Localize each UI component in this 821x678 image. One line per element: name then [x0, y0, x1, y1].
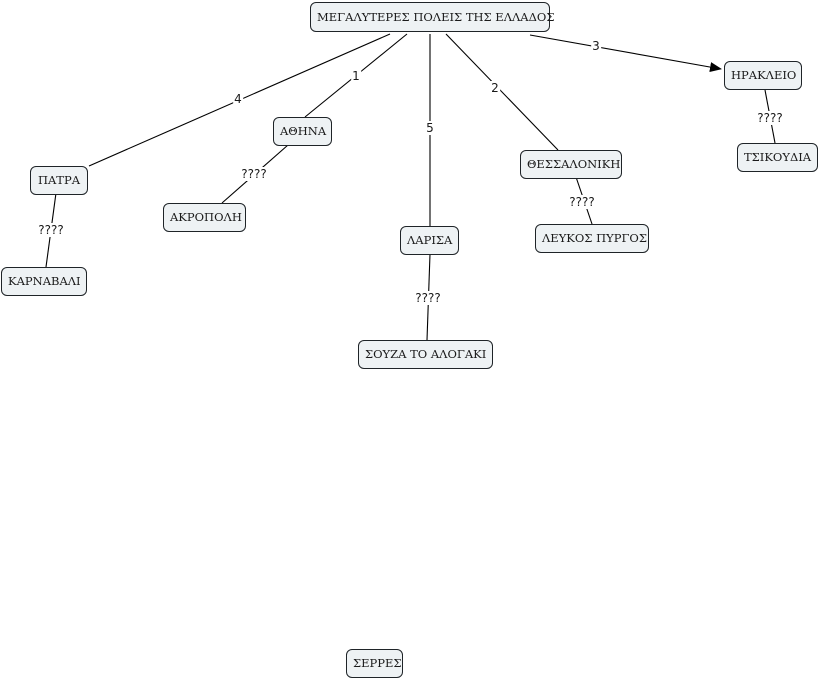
link-label-athina: 1	[351, 69, 361, 83]
link-label-athina-akropoli: ????	[240, 167, 268, 181]
link-label-patra-karnavali: ????	[37, 223, 65, 237]
concept-node-patra[interactable]: ΠΑΤΡΑ	[30, 166, 88, 195]
link-label-irakleio: 3	[591, 39, 601, 53]
concept-node-tsikoudia[interactable]: ΤΣΙΚΟΥΔΙΑ	[737, 143, 818, 172]
concept-node-lefkos-pyrgos[interactable]: ΛΕΥΚΟΣ ΠΥΡΓΟΣ	[535, 224, 649, 253]
link-label-irakleio-tsikoudia: ????	[756, 111, 784, 125]
link-label-patra: 4	[233, 92, 243, 106]
link-label-larisa-souza: ????	[414, 291, 442, 305]
concept-node-athina[interactable]: ΑΘΗΝΑ	[273, 117, 332, 146]
link-root-irakleio	[529, 34, 722, 72]
link-label-larisa: 5	[425, 121, 435, 135]
concept-node-irakleio[interactable]: ΗΡΑΚΛΕΙΟ	[724, 61, 802, 90]
concept-node-akropoli[interactable]: ΑΚΡΟΠΟΛΗ	[163, 203, 246, 232]
link-label-thessaloniki-pyrgos: ????	[568, 195, 596, 209]
link-label-thessaloniki: 2	[490, 81, 500, 95]
concept-node-larisa[interactable]: ΛΑΡΙΣΑ	[400, 226, 459, 255]
concept-node-serres[interactable]: ΣΕΡΡΕΣ	[346, 649, 403, 678]
concept-node-souza[interactable]: ΣΟΥΖΑ ΤΟ ΑΛΟΓΑΚΙ	[358, 340, 493, 369]
concept-node-karnavali[interactable]: ΚΑΡΝΑΒΑΛΙ	[1, 267, 87, 296]
concept-node-thessaloniki[interactable]: ΘΕΣΣΑΛΟΝΙΚΗ	[520, 150, 622, 179]
link-root-thessaloniki	[445, 33, 559, 151]
root-concept-node[interactable]: ΜΕΓΑΛΥΤΕΡΕΣ ΠΟΛΕΙΣ ΤΗΣ ΕΛΛΑΔΟΣ	[310, 2, 554, 32]
